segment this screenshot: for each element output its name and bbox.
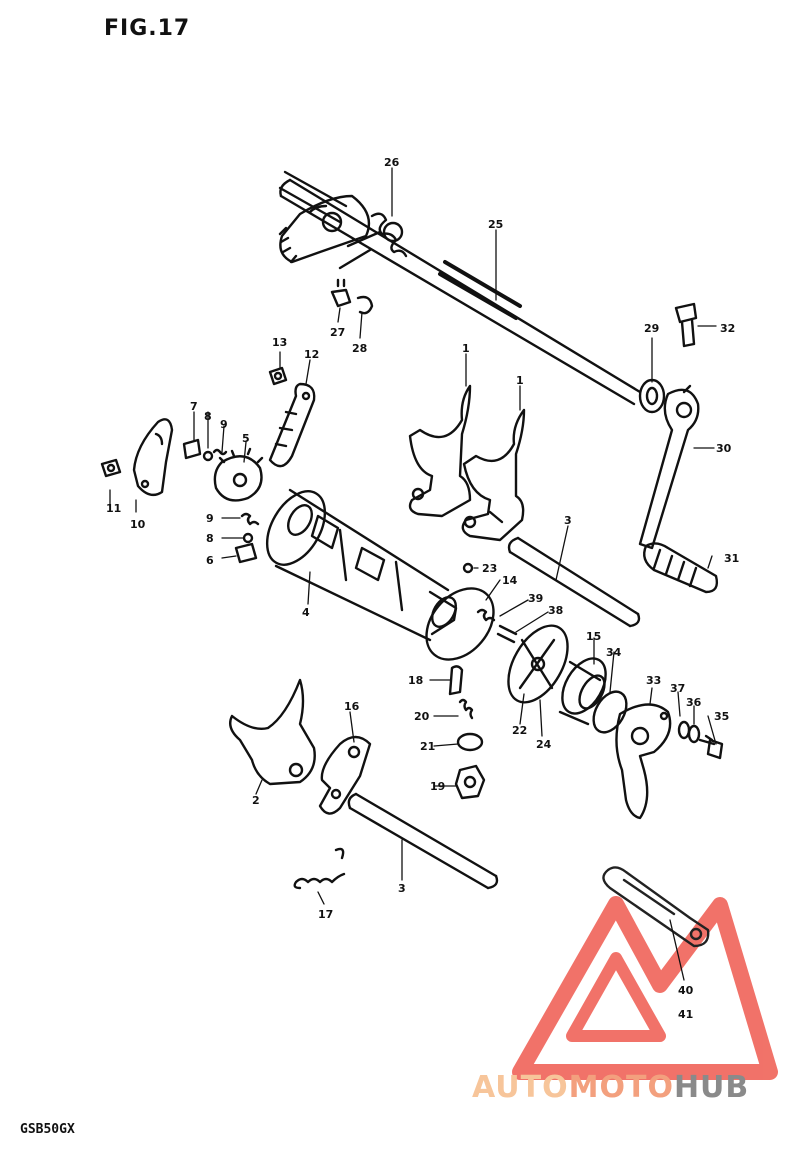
cam-plate [507,624,569,704]
callout-3b: 3 [398,882,406,895]
callout-28: 28 [352,342,367,355]
callout-41: 41 [678,1008,693,1021]
figure-title: FIG.17 [104,16,191,41]
callout-33: 33 [646,674,661,687]
callout-22: 22 [512,724,527,737]
callout-26: 26 [384,156,400,169]
cam-oil-seal [592,690,628,734]
gearshift-lever [638,384,700,550]
watermark-text: AUTOMOTOHUB [472,1070,749,1105]
callout-40: 40 [678,984,694,997]
callout-36: 36 [686,696,702,709]
watermark-hub: HUB [673,1070,750,1105]
cam-bearing [558,657,607,726]
shift-guide-plate [602,866,710,948]
callout-19: 19 [430,780,445,793]
guide-screw [100,458,122,478]
shift-fork-b [461,408,526,542]
callout-1b: 1 [516,374,524,387]
cam-guide-plate [132,418,174,497]
callout-8a: 8 [204,410,212,423]
callout-17: 17 [318,908,333,921]
leader-lines [109,167,717,981]
cover-bolt-and-washers [677,720,724,760]
callout-34: 34 [606,646,622,659]
callout-14: 14 [502,574,518,587]
model-code: GSB50GX [20,1122,75,1137]
callout-5: 5 [242,432,250,445]
oil-seal [638,378,666,414]
watermark-auto: AUTO [472,1070,569,1105]
shift-fork-shaft-lower [347,792,499,890]
callout-18: 18 [408,674,423,687]
callout-38: 38 [548,604,563,617]
callout-11: 11 [106,502,121,515]
callout-27: 27 [330,326,345,339]
shift-fork-shaft-upper [507,536,641,628]
callout-37: 37 [670,682,685,695]
callout-12: 12 [304,348,319,361]
callout-29: 29 [644,322,659,335]
watermark-moto: MOTO [568,1070,674,1105]
neutral-cam-lever [318,735,372,815]
cam-stopper-plate [268,382,316,468]
gearshift-cam-drum [265,488,458,642]
shaft-spring [338,212,408,270]
callout-32: 32 [720,322,735,335]
callout-9b: 9 [206,512,214,525]
circlip [425,562,495,661]
cam-pins [476,608,518,644]
callout-16: 16 [344,700,360,713]
callout-35: 35 [714,710,729,723]
gearshift-lever-rubber [643,542,719,594]
retainer-cover [615,703,672,820]
callout-13: 13 [272,336,287,349]
callout-labels: 26 25 27 28 29 32 13 12 1 1 30 7 8 9 5 1… [106,156,739,1021]
callout-10: 10 [130,518,146,531]
shift-fork-lower [229,678,316,786]
shift-sector-arm [278,194,371,264]
spring-pin-and-clip [330,278,374,315]
callout-23: 23 [482,562,497,575]
callout-3a: 3 [564,514,572,527]
callout-31: 31 [724,552,739,565]
callout-2: 2 [252,794,260,807]
callout-1a: 1 [462,342,470,355]
neutral-switch-parts [448,665,486,800]
callout-25: 25 [488,218,503,231]
stopper-screw [268,366,288,386]
watermark-logo [512,896,778,1080]
pedal-bolt [674,302,698,348]
callout-24: 24 [536,738,552,751]
stopper-pin-block [182,438,228,462]
callout-6: 6 [206,554,214,567]
callout-4: 4 [302,606,310,619]
callout-7: 7 [190,400,198,413]
callout-30: 30 [716,442,732,455]
callout-20: 20 [414,710,430,723]
callout-15: 15 [586,630,601,643]
return-spring [293,847,346,890]
shift-fork-a [408,384,472,518]
callout-8b: 8 [206,532,214,545]
gearshift-shaft [278,170,642,406]
callout-21: 21 [420,740,435,753]
callout-39a: 39 [528,592,543,605]
callout-9a: 9 [220,418,228,431]
cam-driven-gear [213,447,264,502]
